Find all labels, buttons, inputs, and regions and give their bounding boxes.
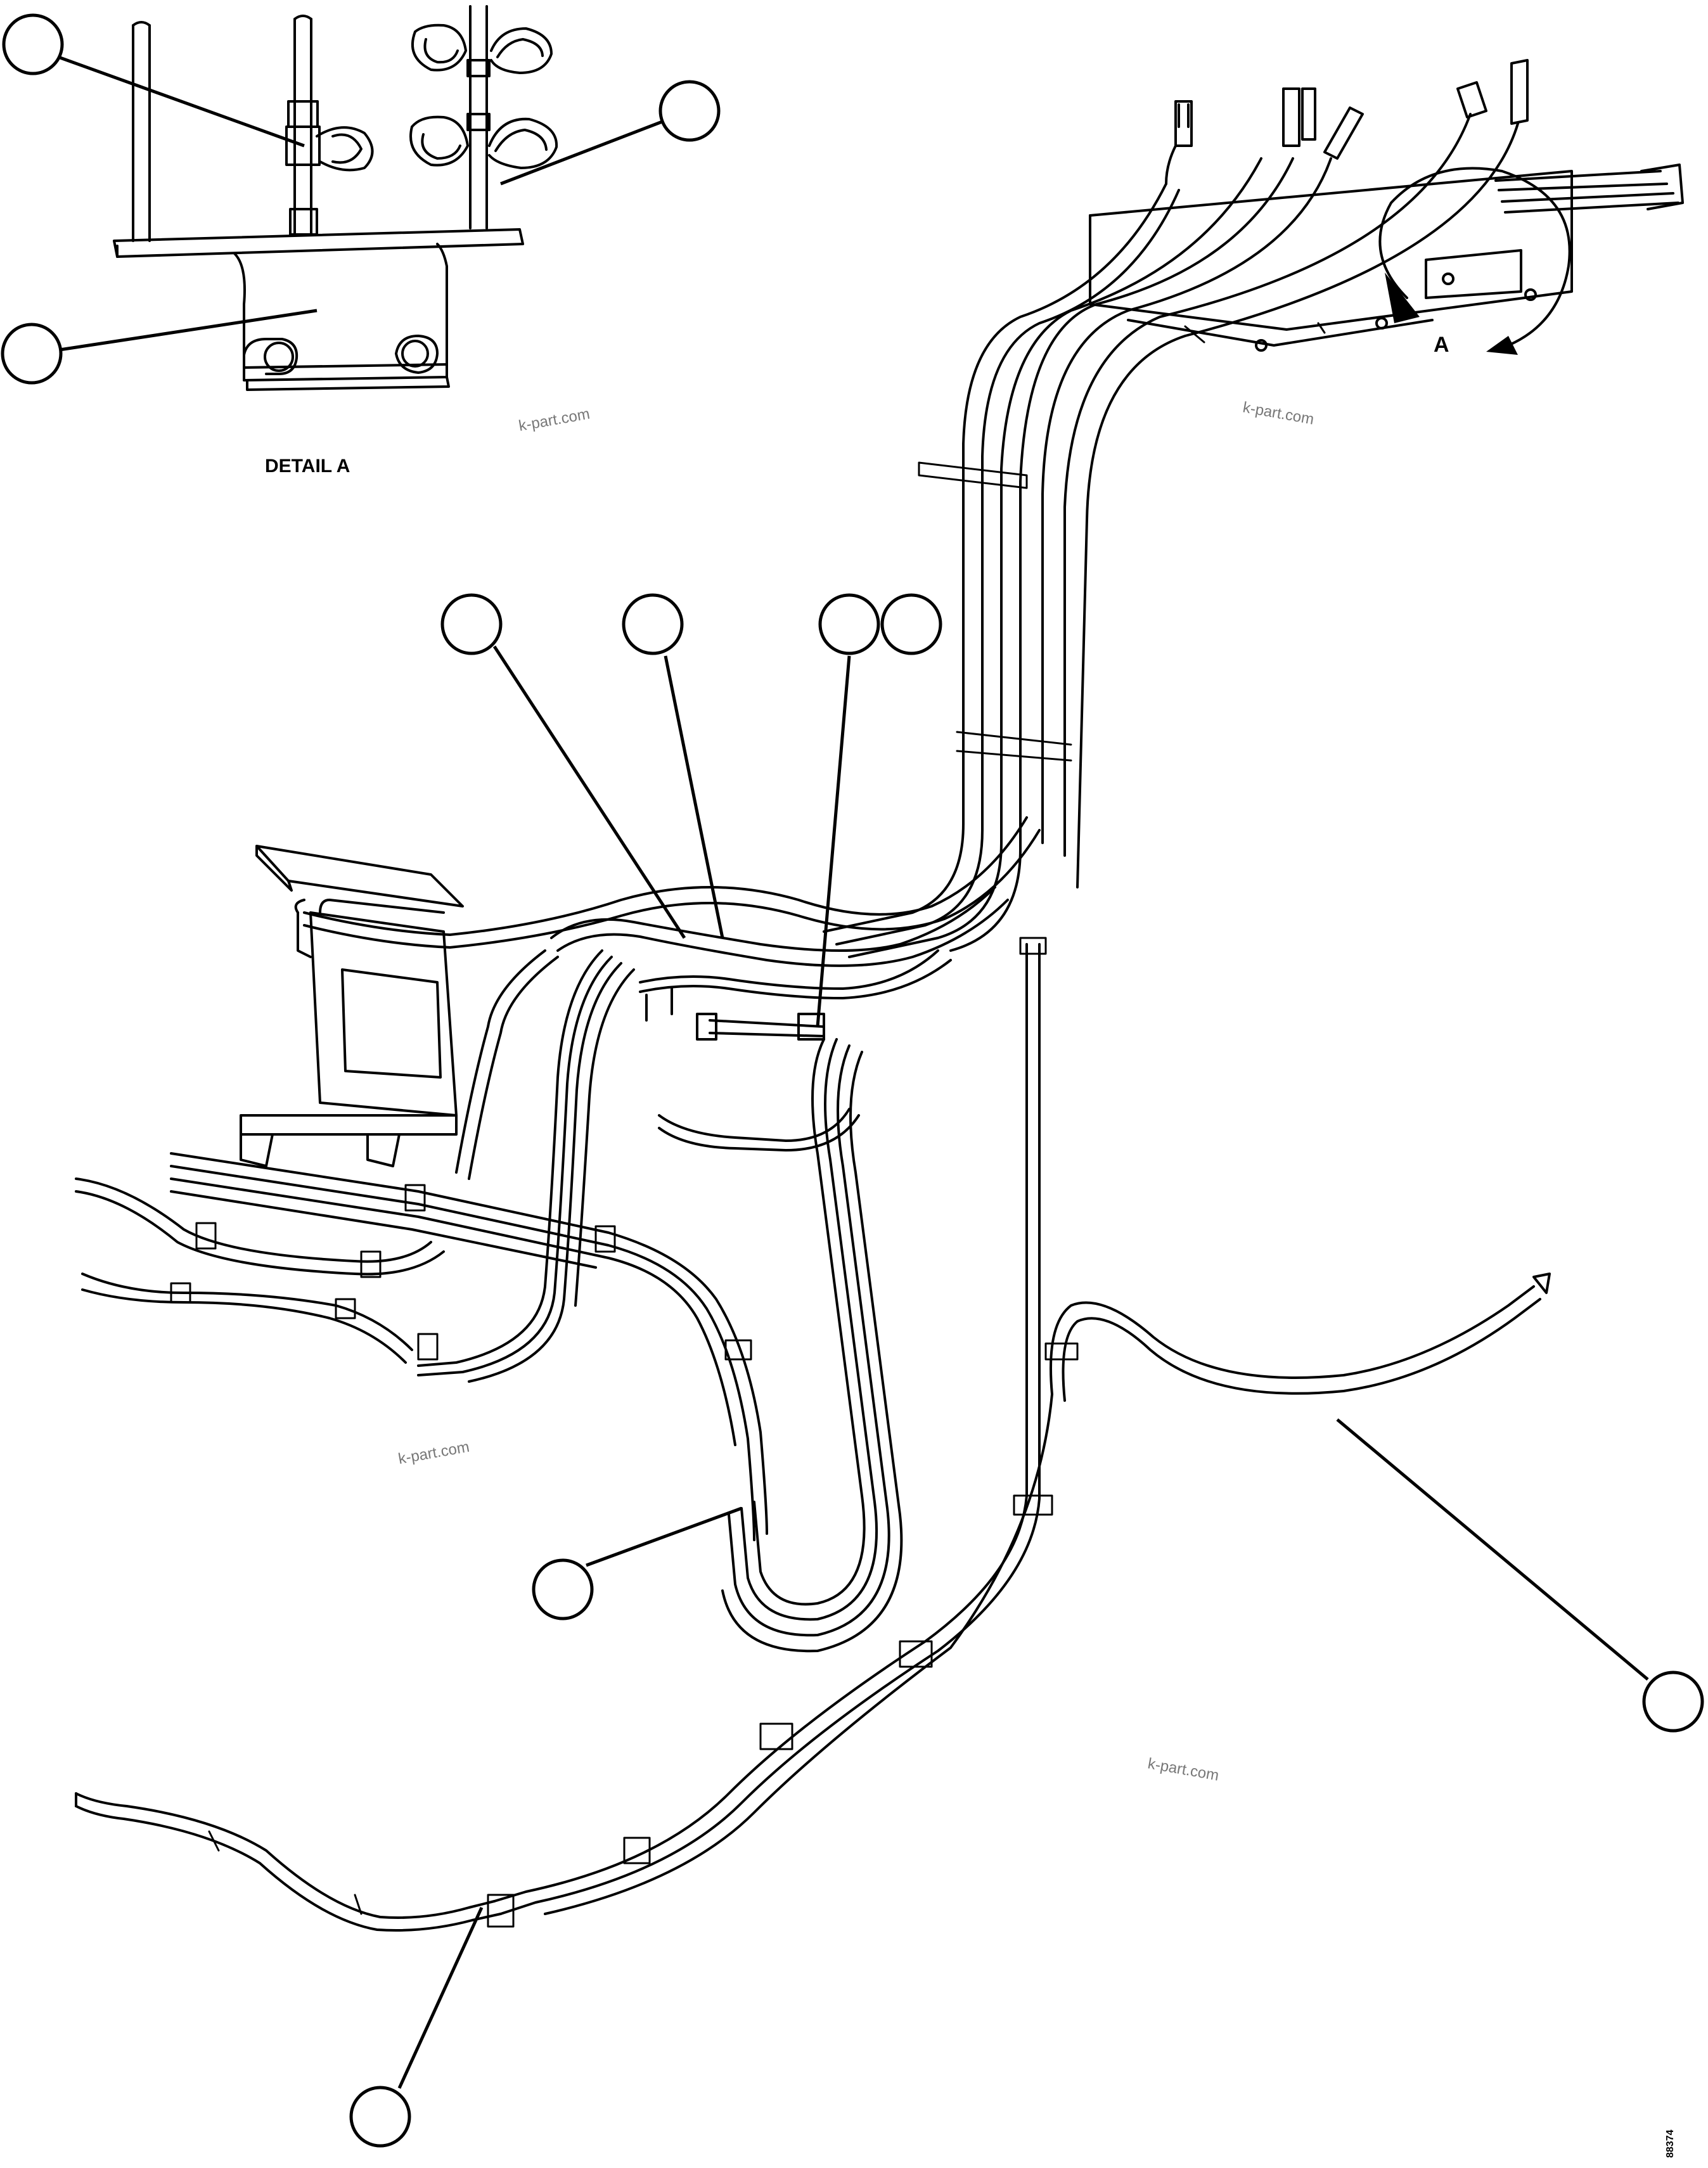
drawing-number: 88374: [1665, 2129, 1676, 2158]
callout-bubble-4: [440, 593, 503, 655]
main-hose-bundle: [823, 113, 1519, 958]
view-a-marker: A: [1378, 167, 1571, 357]
watermark: k-part.com: [1146, 1755, 1220, 1784]
watermark: k-part.com: [397, 1439, 470, 1468]
detail-a-bracket-assembly: [113, 5, 558, 391]
callout-bubble-5: [622, 593, 684, 655]
pilot-valve-bracket: [240, 845, 464, 1167]
valve-manifold: [1089, 59, 1684, 352]
left-tube-lines: [75, 1152, 768, 1541]
callout-leaders: [58, 55, 1649, 2089]
callout-bubble-9: [1642, 1671, 1704, 1733]
lower-long-hose: [75, 943, 1053, 1932]
watermark: k-part.com: [517, 406, 591, 435]
callout-bubble-2: [658, 80, 721, 142]
detail-a-label: DETAIL A: [265, 456, 350, 477]
callout-bubble-1: [2, 13, 64, 75]
callout-bubble-6: [818, 593, 880, 655]
callout-bubble-3: [1, 323, 63, 385]
callout-bubble-8: [532, 1558, 594, 1620]
middle-hose-group: [303, 816, 1041, 1653]
callout-bubble-10: [349, 2086, 411, 2148]
callout-bubble-7: [880, 593, 942, 655]
right-long-hose: [1044, 1273, 1551, 1402]
view-a-label: A: [1434, 333, 1449, 357]
watermark: k-part.com: [1242, 399, 1315, 428]
